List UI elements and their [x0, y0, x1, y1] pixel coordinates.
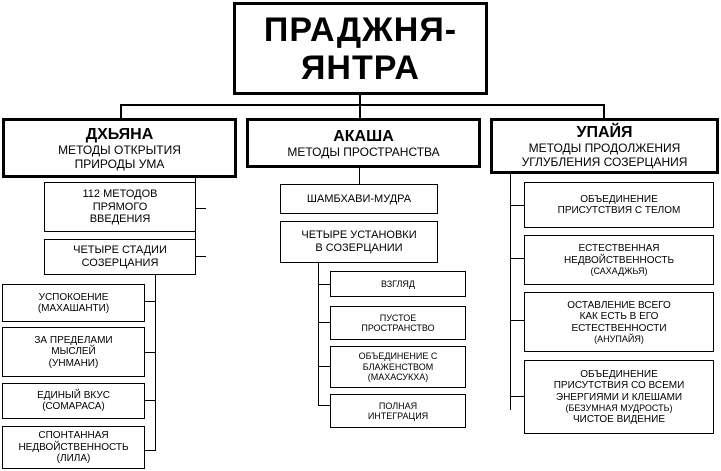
connector-left-sub1	[145, 301, 156, 302]
connector-mid-sub1	[318, 284, 330, 285]
column-header-dhyana: ДХЬЯНА МЕТОДЫ ОТКРЫТИЯ ПРИРОДЫ УМА	[2, 118, 237, 178]
column-subtitle-upaya-2: УГЛУБЛЕНИЯ СОЗЕРЦАНИЯ	[521, 154, 688, 169]
akasha-setting-gaze: ВЗГЛЯД	[330, 271, 466, 297]
connector-right-item1	[510, 205, 524, 206]
column-header-akasha: АКАША МЕТОДЫ ПРОСТРАНСТВА	[246, 118, 481, 168]
title-line-1: ПРАДЖНЯ-	[263, 10, 458, 49]
column-subtitle-dhyana-2: ПРИРОДЫ УМА	[74, 156, 165, 171]
title-line-2: ЯНТРА	[300, 48, 420, 87]
akasha-item-shambhavi-mudra: ШАМБХАВИ-МУДРА	[280, 184, 438, 214]
connector-mid-sub2	[318, 322, 330, 323]
akasha-setting-full-integration: ПОЛНАЯ ИНТЕГРАЦИЯ	[330, 394, 466, 428]
column-header-upaya: УПАЙЯ МЕТОДЫ ПРОДОЛЖЕНИЯ УГЛУБЛЕНИЯ СОЗЕ…	[490, 118, 719, 174]
connector-left-down	[120, 104, 122, 118]
connector-middle-down	[359, 104, 361, 118]
akasha-setting-mahasukha: ОБЪЕДИНЕНИЕ С БЛАЖЕНСТВОМ (МАХАСУКХА)	[330, 346, 466, 388]
connector-mid-sub-spine	[318, 263, 319, 405]
column-subtitle-akasha: МЕТОДЫ ПРОСТРАНСТВА	[287, 144, 440, 159]
upaya-item-body-presence: ОБЪЕДИНЕНИЕ ПРИСУТСТВИЯ С ТЕЛОМ	[524, 182, 714, 228]
connector-right-item4	[510, 396, 524, 397]
connector-mid-sub3	[318, 366, 330, 367]
connector-right-item2	[510, 258, 524, 259]
upaya-item-anupaya: ОСТАВЛЕНИЕ ВСЕГО КАК ЕСТЬ В ЕГО ЕСТЕСТВЕ…	[524, 292, 714, 352]
upaya-item-sahajya: ЕСТЕСТВЕННАЯ НЕДВОЙСТВЕННОСТЬ (САХАДЖЬЯ)	[524, 235, 714, 285]
connector-left-sub-spine	[155, 275, 156, 451]
column-title-dhyana: ДХЬЯНА	[85, 125, 154, 143]
akasha-setting-empty-space: ПУСТОЕ ПРОСТРАНСТВО	[330, 306, 466, 340]
connector-left-item2	[195, 256, 206, 257]
connector-left-sub3	[145, 400, 156, 401]
column-subtitle-upaya-1: МЕТОДЫ ПРОДОЛЖЕНИЯ	[528, 140, 681, 155]
column-title-akasha: АКАША	[333, 127, 394, 145]
column-subtitle-dhyana-1: МЕТОДЫ ОТКРЫТИЯ	[58, 142, 181, 157]
connector-left-item1	[195, 208, 206, 209]
akasha-item-four-settings: ЧЕТЫРЕ УСТАНОВКИ В СОЗЕРЦАНИИ	[280, 221, 438, 263]
connector-left-sub2	[145, 352, 156, 353]
dhyana-stage-somarasa: ЕДИНЫЙ ВКУС (СОМАРАСА)	[2, 383, 145, 419]
dhyana-stage-unmani: ЗА ПРЕДЕЛАМИ МЫСЛЕЙ (УНМАНИ)	[2, 327, 145, 377]
connector-left-sub4	[145, 450, 156, 451]
upaya-item-pure-vision: ОБЪЕДИНЕНИЕ ПРИСУТСТВИЯ СО ВСЕМИ ЭНЕРГИЯ…	[524, 360, 714, 434]
dhyana-item-four-stages: ЧЕТЫРЕ СТАДИИ СОЗЕРЦАНИЯ	[44, 239, 196, 275]
connector-right-spine	[510, 174, 511, 410]
connector-top-horizontal	[120, 104, 604, 106]
connector-mid-spine	[359, 168, 360, 184]
connector-right-down	[603, 104, 605, 118]
connector-title-down	[359, 95, 361, 105]
dhyana-stage-mahashanti: УСПОКОЕНИЕ (МАХАШАНТИ)	[2, 284, 145, 322]
dhyana-stage-lila: СПОНТАННАЯ НЕДВОЙСТВЕННОСТЬ (ЛИЛА)	[2, 426, 145, 469]
dhyana-item-112-methods: 112 МЕТОДОВ ПРЯМОГО ВВЕДЕНИЯ	[44, 182, 196, 232]
connector-right-item3	[510, 320, 524, 321]
title-box: ПРАДЖНЯ- ЯНТРА	[233, 2, 488, 95]
connector-mid-sub4	[318, 405, 330, 406]
column-title-upaya: УПАЙЯ	[576, 123, 633, 141]
